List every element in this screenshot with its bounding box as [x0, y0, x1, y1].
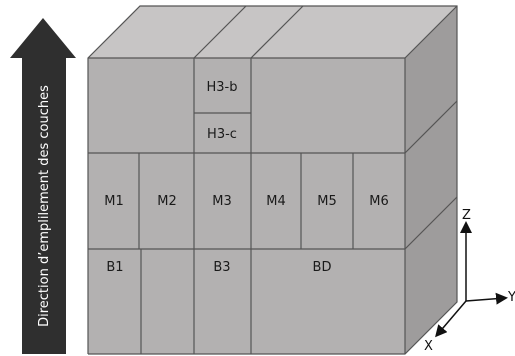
block-label-b1: B1 [106, 260, 123, 275]
axes: Z Y X [424, 208, 515, 354]
y-axis-label: Y [507, 290, 515, 305]
block-label-b3: B3 [213, 260, 230, 275]
block-labels: H3-b H3-c M1 M2 M3 M4 M5 M6 B1 B3 BD [104, 80, 389, 275]
block-label-h3c: H3-c [207, 127, 237, 142]
stacking-direction-arrow: Direction d’emplilement des couches [10, 18, 76, 354]
block-label-m6: M6 [369, 194, 389, 209]
cube-front-face [88, 58, 405, 354]
cube-top-face [88, 6, 457, 58]
block-label-bd: BD [313, 260, 332, 275]
block-label-m1: M1 [104, 194, 124, 209]
z-axis-label: Z [462, 208, 471, 223]
y-axis [465, 292, 508, 305]
arrow-label: Direction d’emplilement des couches [37, 85, 52, 327]
x-axis [435, 300, 467, 338]
block-label-m3: M3 [212, 194, 232, 209]
block-label-m5: M5 [317, 194, 337, 209]
cube-side-face [405, 6, 457, 354]
arrow-shape [10, 18, 76, 354]
x-axis-label: X [424, 339, 433, 354]
block-label-m4: M4 [266, 194, 286, 209]
block-label-h3b: H3-b [207, 80, 238, 95]
cube [87, 5, 458, 355]
block-label-m2: M2 [157, 194, 177, 209]
